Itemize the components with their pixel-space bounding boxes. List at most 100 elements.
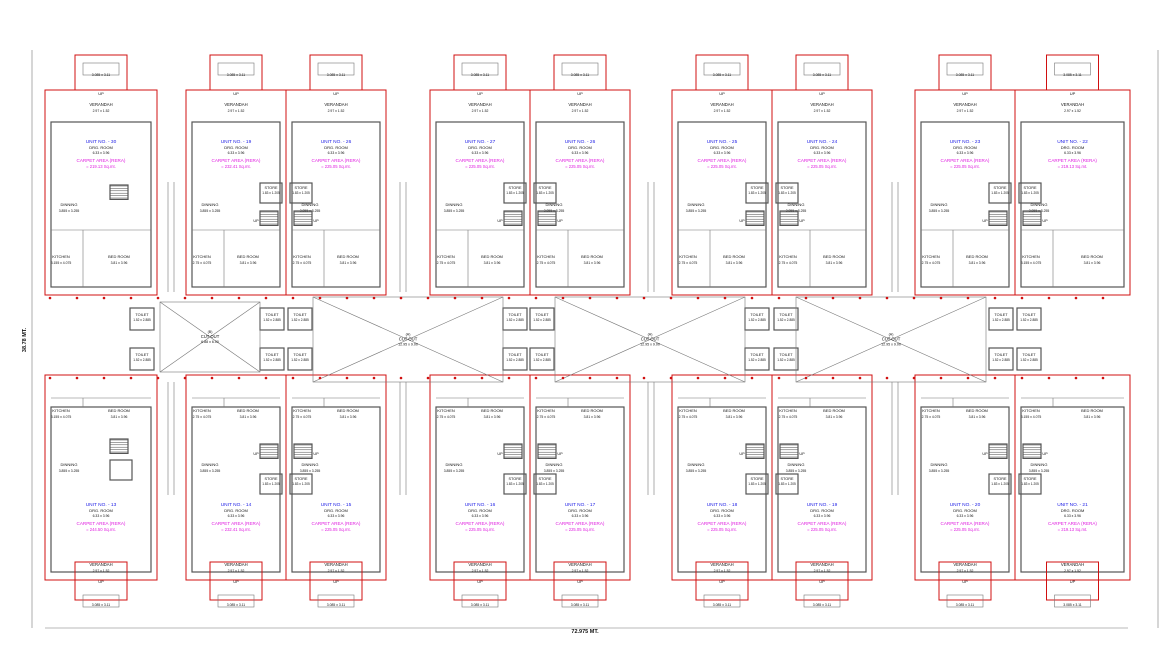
toilet-box (129, 347, 155, 371)
marker-dot (399, 376, 403, 380)
verandah-dim: 2.97 x 1.52 (472, 569, 489, 573)
carpet-area-label: CARPET AREA (RERA) (941, 521, 990, 526)
up-label: UP (1070, 579, 1076, 584)
up-label: UP (253, 452, 259, 456)
bedroom-dim: 3.81 x 3.96 (726, 415, 743, 419)
marker-dot (561, 376, 565, 380)
verandah-label: VERANDAH (953, 102, 976, 107)
bedroom-dim: 3.81 x 3.96 (340, 415, 357, 419)
dinning-label: DINNING (1031, 202, 1048, 207)
kitchen-label: KITCHEN (437, 254, 455, 259)
drawing-room-label: DRG. ROOM (568, 145, 592, 150)
marker-dot (426, 296, 430, 300)
carpet-area-value: = 225.05 Sq.mt. (321, 164, 351, 169)
toilet-box (1016, 307, 1042, 331)
balcony-box (946, 594, 984, 608)
marker-dot (1020, 296, 1024, 300)
store-box-left (988, 473, 1012, 495)
marker-dot (885, 296, 889, 300)
toilet-dim: 1.52 x 2.885 (506, 358, 524, 362)
drawing-room-label: DRG. ROOM (953, 508, 977, 513)
drawing-room-label: DRG. ROOM (468, 508, 492, 513)
verandah-label: VERANDAH (468, 102, 491, 107)
verandah-dim: 2.97 x 1.52 (814, 569, 831, 573)
marker-dot (1101, 376, 1105, 380)
cutout-diagonal (159, 301, 261, 373)
carpet-area-label: CARPET AREA (RERA) (212, 158, 261, 163)
marker-dot (993, 376, 997, 380)
store-dim: 1.83 x 1.205 (748, 191, 766, 195)
dinning-label: DINNING (61, 462, 78, 467)
unit-boundary (771, 374, 873, 581)
balcony-box (803, 62, 841, 76)
unit-walls (1020, 406, 1125, 573)
unit-boundary (1014, 374, 1131, 581)
up-label: UP (1070, 91, 1076, 96)
toilet-dim: 1.52 x 2.885 (533, 318, 551, 322)
verandah-boundary (695, 561, 749, 601)
drawing-room-label: DRG. ROOM (324, 508, 348, 513)
carpet-area-label: CARPET AREA (RERA) (798, 158, 847, 163)
stair-frame (259, 210, 279, 226)
marker-dot (75, 376, 79, 380)
unit-number: UNIT NO. - 15 (321, 502, 352, 508)
drawing-room-dim: 6.33 x 3.96 (714, 514, 731, 518)
balcony-box (217, 62, 255, 76)
store-box-left (503, 182, 527, 204)
balcony-dim: 3.085 x 3.11 (1063, 73, 1082, 77)
kitchen-dim: 2.75 x 4.075 (437, 415, 456, 419)
carpet-area-value: = 219.13 Sq.mt. (86, 164, 116, 169)
up-label: UP (739, 452, 745, 456)
up-label: UP (577, 91, 583, 96)
marker-dot (102, 296, 106, 300)
marker-dot (777, 296, 781, 300)
marker-dot (102, 376, 106, 380)
verandah-label: VERANDAH (1061, 562, 1084, 567)
marker-dot (831, 296, 835, 300)
verandah-boundary (1046, 561, 1099, 601)
store-label: STORE (294, 186, 307, 190)
dinning-dim: 3.855 x 3.255 (444, 209, 465, 213)
kitchen-dim: 2.75 x 4.075 (922, 261, 941, 265)
carpet-area-value: = 225.05 Sq.mt. (565, 164, 595, 169)
cutout-dim: 6.88 x 6.00 (201, 340, 219, 344)
bedroom-label: BED ROOM (723, 408, 745, 413)
stair-frame (109, 438, 129, 454)
cutout-boundary (554, 296, 746, 383)
marker-dot (372, 376, 376, 380)
drawing-room-label: DRG. ROOM (710, 508, 734, 513)
cutout-label: CUT OUT (641, 337, 660, 342)
bedroom-label: BED ROOM (1081, 254, 1103, 259)
marker-dot (1074, 296, 1078, 300)
bedroom-dim: 3.81 x 3.96 (584, 415, 601, 419)
balcony-dim: 3.085 x 3.11 (713, 603, 732, 607)
store-box-left (259, 473, 283, 495)
carpet-area-value: = 225.05 Sq.mt. (465, 164, 495, 169)
cutout-label: CUT OUT (201, 334, 220, 339)
stair-frame (745, 443, 765, 459)
up-label: UP (557, 452, 563, 456)
toilet-box (988, 347, 1014, 371)
dinning-label: DINNING (202, 462, 219, 467)
bedroom-dim: 3.81 x 3.96 (969, 415, 986, 419)
store-box-left (745, 182, 769, 204)
dinning-dim: 3.855 x 3.255 (59, 469, 80, 473)
marker-dot (966, 296, 970, 300)
toilet-label: TOILET (535, 313, 549, 317)
unit-number: UNIT NO. - 13 (86, 502, 117, 508)
unit-number: UNIT NO. - 20 (950, 502, 981, 508)
bedroom-dim: 3.81 x 3.96 (340, 261, 357, 265)
unit-walls (535, 406, 625, 573)
toilet-dim: 1.52 x 2.885 (263, 358, 281, 362)
bedroom-label: BED ROOM (108, 408, 130, 413)
dinning-dim: 3.855 x 3.255 (929, 209, 950, 213)
verandah-boundary (795, 54, 849, 91)
up-label: UP (819, 91, 825, 96)
store-dim: 1.83 x 1.205 (536, 482, 554, 486)
verandah-boundary (453, 54, 507, 91)
marker-dot (372, 296, 376, 300)
unit-walls (1020, 121, 1125, 288)
balcony-dim: 3.085 x 3.11 (813, 603, 832, 607)
unit-walls (191, 406, 281, 573)
